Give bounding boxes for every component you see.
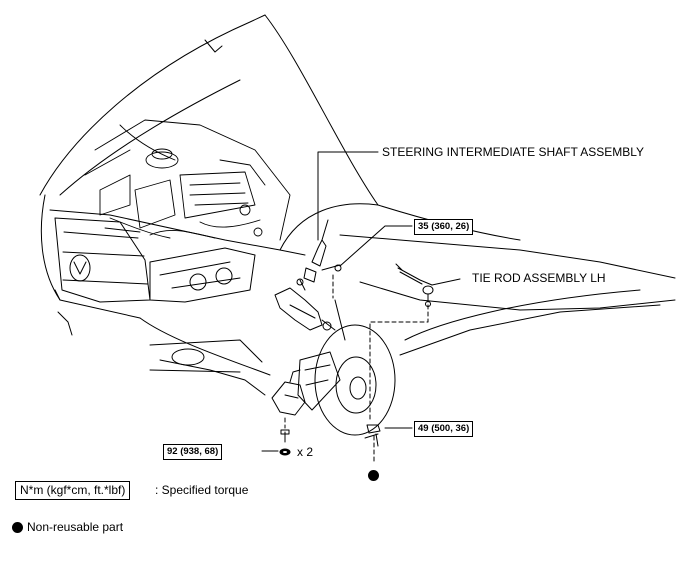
- nonreusable-part-marker: [368, 470, 379, 481]
- legend-torque-desc: : Specified torque: [155, 483, 249, 497]
- steering-rack: [274, 278, 336, 331]
- leader-lines: [261, 151, 461, 452]
- tie-rod-end: [395, 263, 434, 307]
- grille: [54, 217, 151, 303]
- callout-intermediate-shaft: STEERING INTERMEDIATE SHAFT ASSEMBLY: [382, 145, 645, 159]
- torque-35-box: 35 (360, 26): [414, 219, 474, 235]
- headlamp: [149, 247, 256, 303]
- callout-tie-rod: TIE ROD ASSEMBLY LH: [472, 271, 606, 285]
- knuckle-bracket: [271, 369, 306, 416]
- hood-outline: [39, 14, 521, 241]
- legend-torque-units: N*m (kgf*cm, ft.*lbf): [15, 481, 131, 500]
- brake-disc: [297, 299, 396, 436]
- quantity-label: x 2: [297, 445, 314, 459]
- body-outline: [40, 194, 676, 396]
- legend-nonreusable-dot-icon: [12, 522, 23, 533]
- legend-nonreusable-text: Non-reusable part: [27, 520, 124, 534]
- intermediate-shaft: [303, 219, 342, 283]
- torque-92-box: 92 (938, 68): [163, 444, 223, 460]
- nut-49: [364, 424, 381, 447]
- dashed-alignment: [284, 274, 429, 463]
- torque-49-box: 49 (500, 36): [414, 421, 474, 437]
- fog-lamp: [149, 339, 263, 373]
- bolt-92: [279, 429, 291, 456]
- engine-bay: [84, 119, 291, 241]
